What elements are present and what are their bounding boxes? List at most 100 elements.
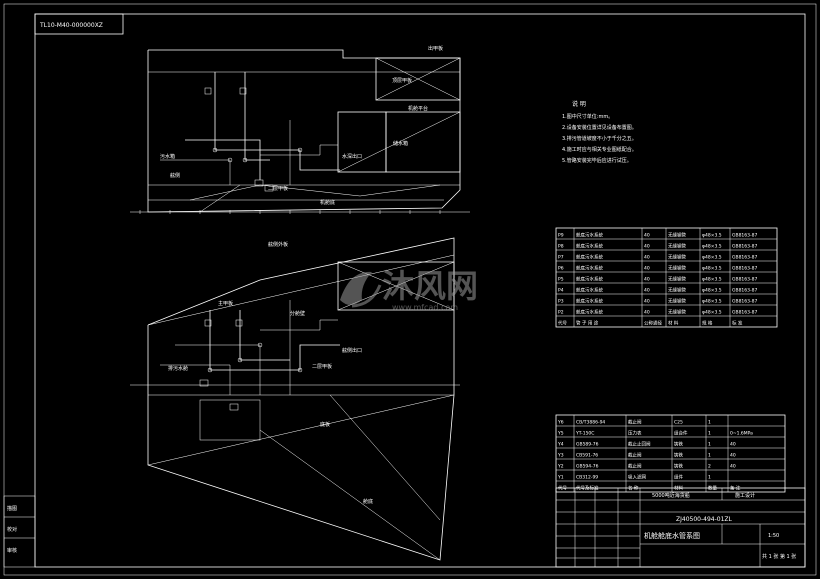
parts-table-cell: 1	[708, 475, 711, 481]
pipe-table-cell: P3	[558, 299, 564, 305]
pipe-table-cell: GB8163-87	[732, 310, 758, 316]
parts-table-cell: 40	[730, 464, 736, 470]
pipe-table-header-cell: 标 准	[732, 320, 743, 327]
parts-table-cell: 1	[708, 431, 711, 437]
pipe-table-cell: 无缝钢管	[668, 276, 686, 283]
pipe-table-cell: 40	[644, 277, 650, 283]
lower-label-6: 底板	[320, 421, 330, 428]
drawing-code: TL10-M40-000000XZ	[39, 22, 103, 29]
lower-label-1: 主甲板	[218, 300, 233, 307]
parts-table-cell: 截止阀	[628, 419, 642, 426]
upper-profile-view: 出甲板 顶层甲板 机舱平台 水深出口 储水箱 污水箱 舷侧 二层甲板 机舱底	[130, 45, 470, 214]
lower-label-4: 舷侧出口	[342, 347, 362, 354]
parts-table-cell: CB/T3886-94	[576, 420, 605, 426]
pipe-table-cell: P9	[558, 233, 564, 239]
pipe-table-cell: φ48×3.5	[702, 310, 722, 316]
upper-label-4: 储水箱	[393, 140, 408, 147]
pipe-table-cell: P5	[558, 277, 564, 283]
pipe-table-cell: GB8163-87	[732, 266, 758, 272]
pipe-table-cell: φ48×3.5	[702, 255, 722, 261]
parts-table-cell: 截止阀	[628, 463, 642, 470]
pipe-table-cell: 无缝钢管	[668, 298, 686, 305]
pipe-table-cell: 舱底污水系统	[576, 276, 603, 283]
pipe-table-cell: 无缝钢管	[668, 287, 686, 294]
pipe-table-cell: 舱底污水系统	[576, 232, 603, 239]
pipe-table-cell: 无缝钢管	[668, 254, 686, 261]
lower-label-7: 舱底	[363, 498, 373, 505]
pipe-table-cell: φ48×3.5	[702, 244, 722, 250]
drawing-name: 机舱舱底水管系图	[644, 531, 700, 540]
pipe-table-cell: 40	[644, 310, 650, 316]
parts-table-cell: Y5	[557, 431, 564, 437]
pipe-table-cell: 无缝钢管	[668, 309, 686, 316]
pipe-table-header-cell: 规 格	[702, 320, 713, 327]
parts-table-cell: Y4	[557, 442, 564, 448]
upper-label-1: 顶层甲板	[392, 77, 412, 84]
parts-table-cell: Y1	[557, 475, 564, 481]
parts-table-cell: 2	[708, 464, 711, 470]
code-box: TL10-M40-000000XZ	[34, 13, 124, 35]
pipe-table-header-cell: 材 料	[668, 320, 679, 327]
watermark: 沐风网 www.mfcad.com	[340, 267, 478, 312]
pipe-table-cell: 40	[644, 288, 650, 294]
ship-name: 5000吨近海货船	[652, 492, 690, 499]
pipe-table-cell: P6	[558, 266, 564, 272]
pipe-table-cell: φ48×3.5	[702, 233, 722, 239]
parts-table-cell: CB312-99	[576, 475, 598, 481]
pipe-table-cell: P8	[558, 244, 564, 250]
pipe-table-cell: 舱底污水系统	[576, 309, 603, 316]
pipe-table-cell: 舱底污水系统	[576, 287, 603, 294]
notes-heading: 说 明	[572, 100, 586, 108]
notes-block: 说 明 1.图中尺寸单位:mm。 2.设备安装位置详见设备布置图。 3.排污管道…	[562, 100, 637, 164]
parts-table-cell: CB591-76	[576, 453, 598, 459]
upper-label-2: 机舱平台	[408, 105, 428, 112]
parts-table-cell: 40	[730, 453, 736, 459]
parts-table-cell: 1	[708, 442, 711, 448]
drawing-number: ZJ40500-494-01ZL	[676, 516, 732, 523]
design-stage: 施工设计	[735, 492, 755, 499]
pipe-table-cell: φ48×3.5	[702, 299, 722, 305]
parts-table-cell: 截止阀	[628, 452, 642, 459]
lower-label-3: 排污水舱	[168, 365, 188, 372]
watermark-brand: 沐风网	[382, 267, 478, 305]
inner-border	[34, 13, 806, 568]
note-4: 4.施工时应与相关专业图纸配合。	[562, 146, 637, 153]
parts-table-cell: 组合件	[674, 430, 688, 437]
pipe-table-cell: 40	[644, 255, 650, 261]
scale: 1:50	[768, 533, 779, 539]
pipe-table-cell: 舱底污水系统	[576, 298, 603, 305]
pipe-table-cell: GB8163-87	[732, 255, 758, 261]
parts-table-cell: 铸铁	[674, 452, 683, 459]
parts-table-cell: Y6	[557, 420, 564, 426]
pipe-table-cell: 舱底污水系统	[576, 254, 603, 261]
pipe-table-cell: P2	[558, 310, 564, 316]
pipe-table-cell: 舱底污水系统	[576, 265, 603, 272]
pipe-table-cell: 无缝钢管	[668, 265, 686, 272]
pipe-table-cell: 舱底污水系统	[576, 243, 603, 250]
lower-label-2: 分舱壁	[290, 310, 305, 317]
lower-plan-view: 舷侧外板 主甲板 分舱壁 排污水舱 舷侧出口 二层甲板 底板 舱底	[130, 237, 460, 561]
note-2: 2.设备安装位置详见设备布置图。	[562, 124, 637, 131]
pipe-table-cell: 40	[644, 266, 650, 272]
note-5: 5.管路安装完毕后应进行试压。	[562, 157, 632, 164]
parts-table-cell: 吸入滤网	[628, 474, 646, 481]
pipe-table-cell: GB8163-87	[732, 288, 758, 294]
upper-label-8: 机舱底	[320, 199, 335, 206]
pipe-table-header-cell: 代号	[558, 320, 567, 327]
parts-table-cell: 组件	[674, 474, 683, 481]
note-3: 3.排污管道坡度不小于千分之五。	[562, 135, 637, 142]
pipe-table-cell: 40	[644, 233, 650, 239]
parts-table-cell: 1	[708, 420, 711, 426]
sheet-count: 共 1 张 第 1 张	[762, 553, 796, 560]
note-1: 1.图中尺寸单位:mm。	[562, 113, 613, 120]
parts-table-cell: 铸铁	[674, 463, 683, 470]
parts-table-cell: 0~1.6MPa	[730, 431, 753, 437]
pipe-table-cell: P7	[558, 255, 564, 261]
parts-table-cell: YT-150C	[575, 431, 594, 437]
title-block: 5000吨近海货船 施工设计 ZJ40500-494-01ZL 机舱舱底水管系图…	[555, 487, 806, 568]
upper-label-7: 二层甲板	[268, 185, 288, 192]
lower-label-0: 舷侧外板	[268, 241, 288, 248]
parts-table-cell: 压力表	[628, 430, 642, 437]
outer-border	[3, 3, 817, 576]
